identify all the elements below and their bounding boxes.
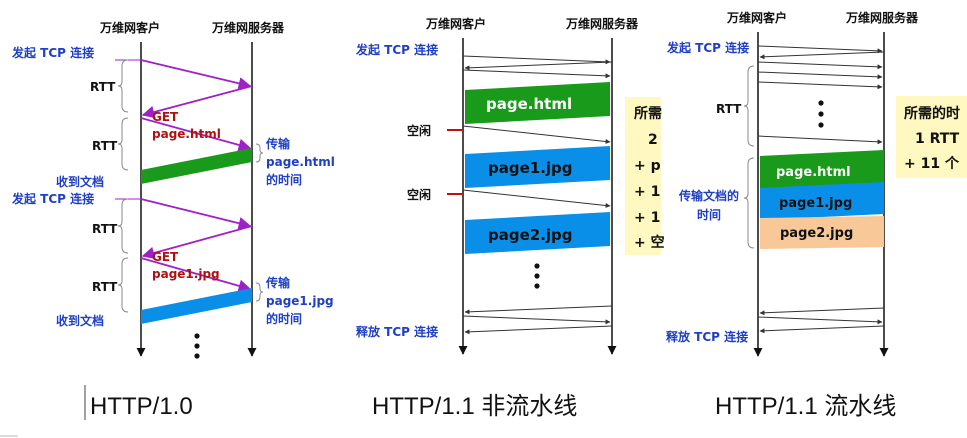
note-line: + 1 [634, 184, 660, 200]
panel-http11-nonpipelined: 万维网客户 万维网服务器 发起 TCP 连接 page.html 空闲 page… [355, 16, 665, 420]
get-arrow [140, 117, 252, 152]
idle-label: 空闲 [407, 187, 431, 202]
transfer-time-label: 的时间 [266, 311, 302, 326]
client-header: 万维网客户 [99, 20, 160, 35]
note-line: 所需的时 [904, 105, 960, 122]
transfer-time-label: 时间 [697, 207, 721, 222]
syn-arrow [140, 59, 252, 90]
box-label: page.html [486, 95, 572, 113]
caption-http11-pipelined: HTTP/1.1 流水线 [715, 393, 896, 420]
box-label: page1.jpg [488, 159, 573, 177]
rtt-label: RTT [92, 139, 118, 153]
server-header: 万维网服务器 [845, 10, 919, 25]
server-header: 万维网服务器 [211, 20, 285, 35]
syn-ack-arrow [141, 85, 253, 119]
idle-label: 空闲 [407, 123, 431, 138]
request-file-label: page.html [152, 127, 221, 141]
page-html-box [760, 150, 884, 189]
rtt-label: RTT [716, 102, 742, 116]
page2-jpg-box [760, 216, 884, 249]
transfer-time-label: page.html [266, 155, 335, 169]
note-line: + p [634, 158, 661, 174]
transfer-time-label: 传输 [265, 136, 291, 151]
release-label: 释放 TCP 连接 [356, 324, 438, 339]
syn-arrow [140, 198, 252, 230]
rtt-label: RTT [90, 80, 116, 94]
note-line: 2 [648, 132, 658, 148]
page-html-box [465, 82, 610, 124]
page1-jpg-box [465, 146, 610, 188]
request-file-label: page1.jpg [152, 267, 220, 281]
page2-jpg-box [465, 212, 610, 254]
caption-http11: HTTP/1.1 非流水线 [372, 393, 577, 420]
server-header: 万维网服务器 [565, 16, 639, 31]
time-note [625, 97, 661, 255]
note-line: 所需 [634, 105, 662, 122]
caption-http10: HTTP/1.0 [90, 393, 193, 420]
transfer-time-label: page1.jpg [266, 294, 334, 308]
note-line: + 1 [634, 210, 660, 226]
note-line: + 11 个 [904, 155, 960, 172]
transfer-time-label: 传输文档的 [678, 188, 739, 203]
get-arrow [140, 257, 252, 292]
transfer-bar-html [141, 148, 252, 184]
box-label: page2.jpg [488, 226, 573, 244]
connect-label: 发起 TCP 连接 [355, 42, 438, 57]
received-label: 收到文档 [56, 313, 104, 328]
panel-http11-pipelined: 万维网客户 万维网服务器 发起 TCP 连接 RTT page.html pag… [666, 10, 967, 420]
box-label: page.html [776, 165, 851, 180]
syn-ack-arrow [141, 225, 253, 260]
get-label: GET [152, 110, 179, 124]
transfer-time-label: 的时间 [266, 172, 302, 187]
rtt-label: RTT [92, 222, 118, 236]
get-label: GET [152, 250, 179, 264]
connect-label: 发起 TCP 连接 [666, 40, 749, 55]
box-label: page1.jpg [779, 196, 852, 211]
connect-label: 发起 TCP 连接 [11, 45, 94, 60]
page1-jpg-box [760, 182, 884, 220]
transfer-bar-jpg [141, 288, 252, 324]
client-header: 万维网客户 [726, 10, 787, 25]
transfer-time-label: 传输 [265, 275, 291, 290]
time-note [896, 96, 967, 178]
received-label: 收到文档 [56, 174, 104, 189]
note-line: + 空 [634, 234, 665, 251]
client-header: 万维网客户 [425, 16, 486, 31]
box-label: page2.jpg [780, 226, 853, 241]
connect-label: 发起 TCP 连接 [11, 191, 94, 206]
release-label: 释放 TCP 连接 [666, 329, 748, 344]
panel-http10: 万维网客户 万维网服务器 发起 TCP 连接 RTT GET page.html… [11, 20, 335, 420]
note-line: 1 RTT [915, 131, 960, 147]
rtt-label: RTT [92, 280, 118, 294]
